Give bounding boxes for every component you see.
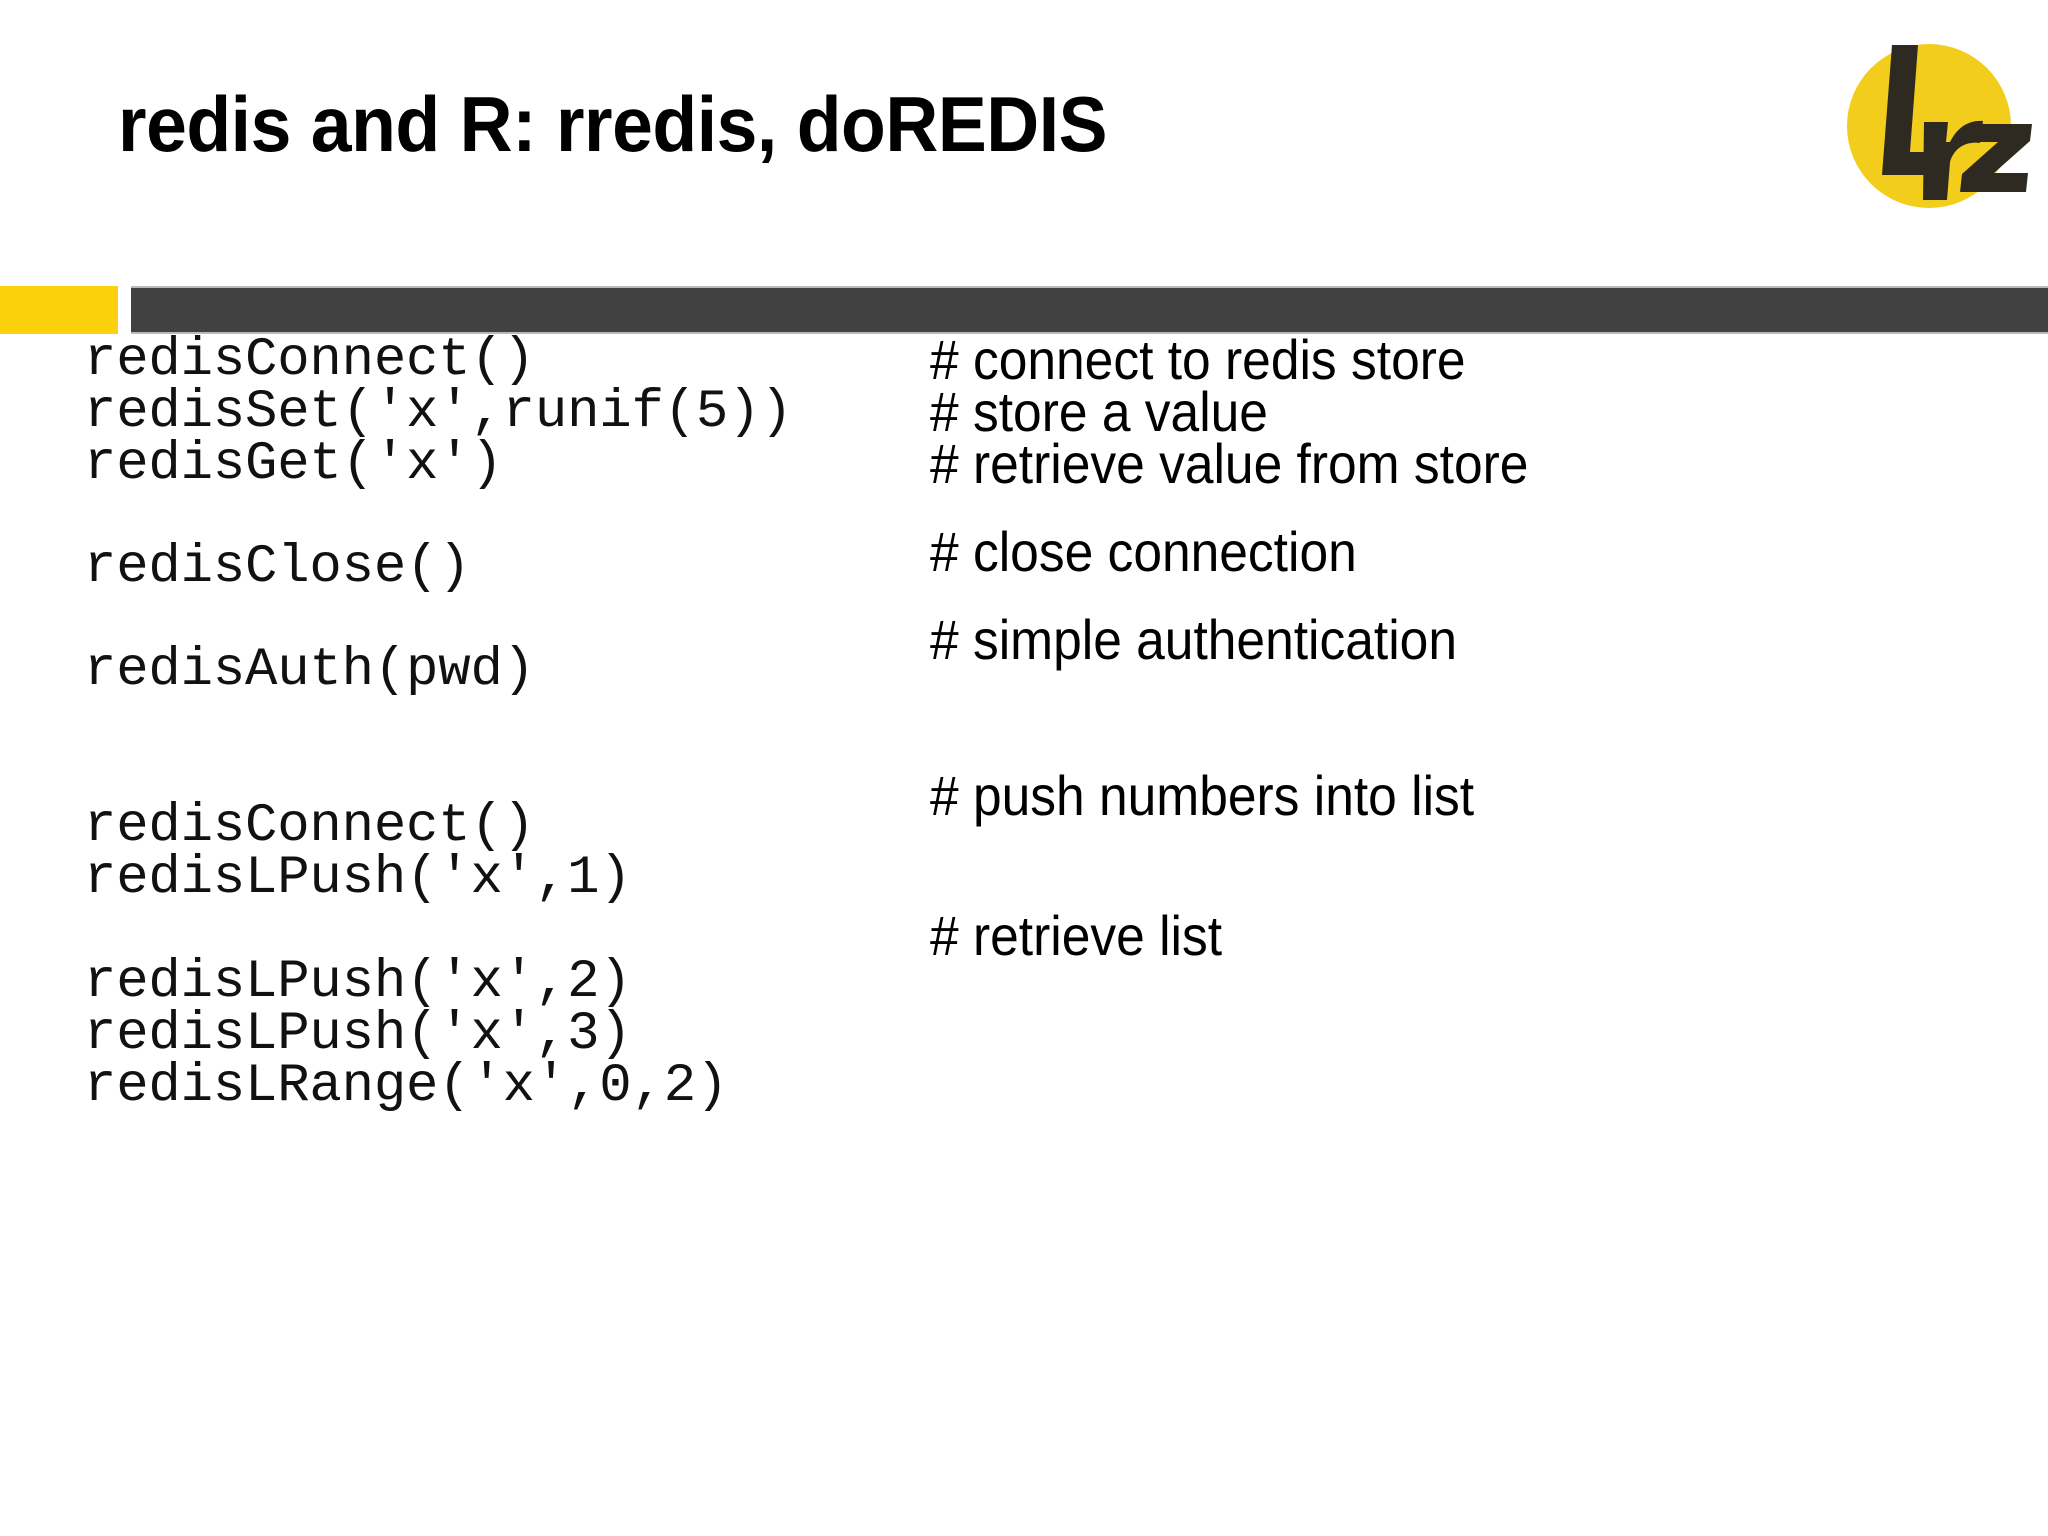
comment-line: # store a value [930, 380, 1268, 443]
code-line: redisAuth(pwd) [84, 640, 535, 701]
code-line: redisLPush('x',3) [84, 1004, 632, 1065]
comment-line: # close connection [930, 520, 1357, 583]
comment-line: # simple authentication [930, 608, 1457, 671]
code-line: redisConnect() [84, 796, 535, 857]
code-line: redisClose() [84, 537, 471, 598]
lrz-logo [1828, 28, 2040, 213]
comment-line: # push numbers into list [930, 764, 1475, 827]
comment-line: # connect to redis store [930, 328, 1466, 391]
code-line: redisGet('x') [84, 434, 503, 495]
divider-bar [131, 286, 2048, 334]
comment-line: # retrieve value from store [930, 432, 1529, 495]
comment-line: # retrieve list [930, 904, 1223, 967]
code-line: redisLPush('x',2) [84, 952, 632, 1013]
code-line: redisLRange('x',0,2) [84, 1056, 729, 1117]
page-title: redis and R: rredis, doREDIS [118, 80, 1108, 168]
divider-accent-block [0, 286, 118, 334]
code-line: redisConnect() [84, 330, 535, 391]
code-line: redisLPush('x',1) [84, 848, 632, 909]
code-line: redisSet('x',runif(5)) [84, 382, 793, 443]
slide-content: redisConnect() redisSet('x',runif(5)) re… [0, 328, 2048, 1536]
